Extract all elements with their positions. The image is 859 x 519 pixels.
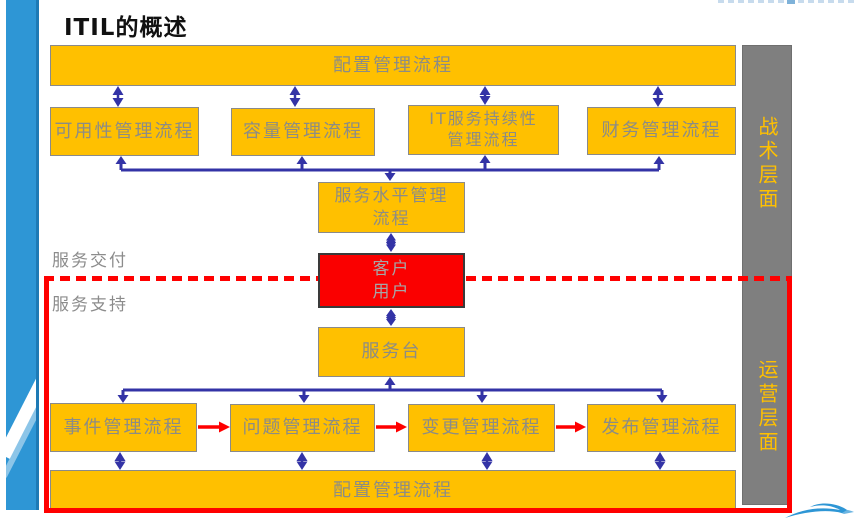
red-border-right (787, 276, 792, 513)
box-service-level-mgmt: 服务水平管理 流程 (318, 182, 465, 233)
watermark-logo-fragment (787, 0, 795, 4)
red-border-left (44, 276, 49, 513)
box-config-mgmt-bottom: 配置管理流程 (50, 470, 736, 511)
red-dashed-line-right (466, 276, 788, 281)
box-incident-mgmt: 事件管理流程 (50, 403, 197, 452)
box-config-mgmt-top: 配置管理流程 (50, 45, 736, 86)
double-arrow (481, 452, 493, 470)
box-problem-mgmt: 问题管理流程 (230, 404, 375, 452)
red-flow-arrow (556, 421, 586, 433)
box-availability-mgmt: 可用性管理流程 (50, 107, 199, 156)
box-service-desk: 服务台 (318, 327, 465, 377)
diamond-double-arrow (386, 233, 396, 252)
box-release-mgmt: 发布管理流程 (587, 404, 736, 452)
slide-title: ITIL的概述 (64, 15, 188, 41)
box-it-service-continuity: IT服务持续性 管理流程 (408, 105, 559, 155)
double-arrow (654, 452, 666, 470)
box-capacity-mgmt: 容量管理流程 (231, 108, 375, 156)
double-arrow (289, 86, 301, 107)
double-arrow (296, 452, 308, 470)
double-arrow (112, 86, 124, 107)
double-arrow (652, 86, 664, 107)
diamond-double-arrow (386, 309, 396, 326)
label-service-delivery: 服务交付 (52, 251, 128, 271)
double-arrow (479, 86, 491, 105)
swoosh-decoration (785, 503, 854, 518)
label-operational-layer: 运营层面 (755, 359, 779, 455)
slide-accent-bar (6, 0, 39, 510)
box-finance-mgmt: 财务管理流程 (587, 107, 736, 155)
double-arrow (114, 452, 126, 470)
red-flow-arrow (198, 421, 230, 433)
label-tactical-layer: 战术层面 (755, 116, 779, 212)
red-border-bottom (44, 508, 792, 513)
layer-bar: 战术层面 运营层面 (742, 45, 792, 505)
box-change-mgmt: 变更管理流程 (408, 404, 555, 452)
red-flow-arrow (376, 421, 407, 433)
label-service-support: 服务支持 (52, 295, 128, 315)
box-customer-user: 客户 用户 (318, 253, 465, 308)
red-dashed-line-left (44, 276, 318, 281)
